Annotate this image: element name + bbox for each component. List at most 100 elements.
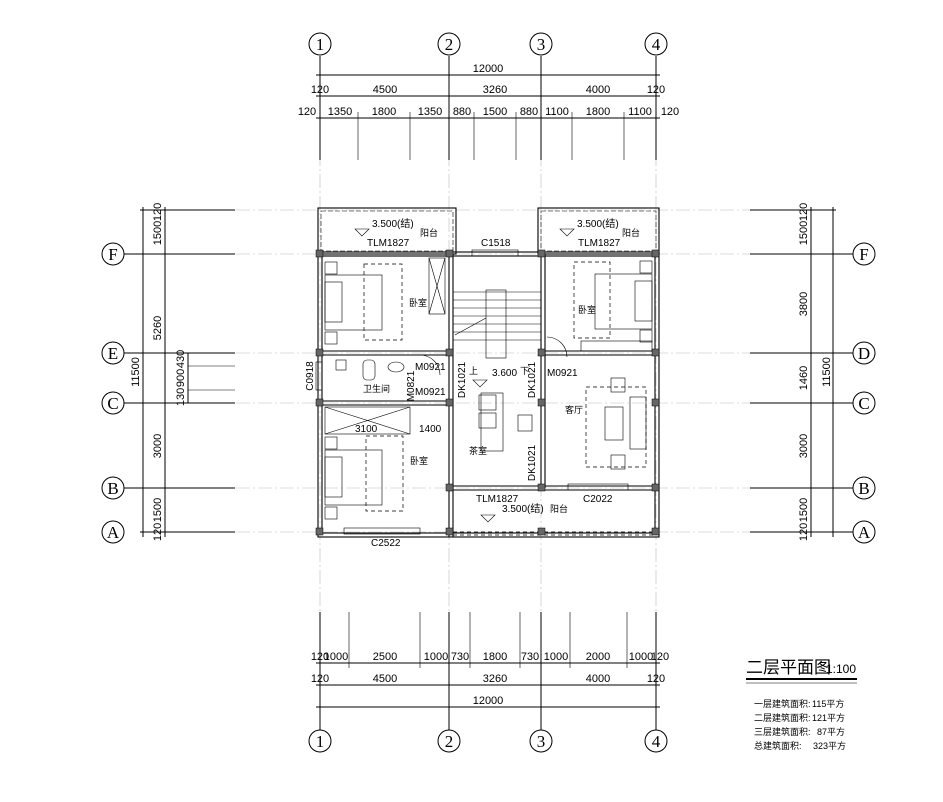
drawing-scale: 1:100	[826, 662, 856, 676]
door-label: TLM1827	[367, 238, 410, 249]
door-label: DK1021	[527, 444, 538, 481]
axis-label: 2	[445, 732, 454, 751]
drawing-title: 二层平面图	[746, 658, 831, 677]
dim: 2500	[373, 651, 397, 663]
axis-label: F	[859, 245, 868, 264]
dim: 4500	[373, 673, 397, 685]
dim-total: 12000	[473, 695, 504, 707]
dim: 5260	[152, 316, 164, 340]
dim: 120	[311, 673, 329, 685]
plan-labels: 3.500(结) 阳台 TLM1827 3.500(结) 阳台 TLM1827 …	[305, 217, 640, 549]
axis-label: A	[858, 523, 871, 542]
stair-up: 上	[469, 366, 478, 376]
dim: 430	[175, 350, 187, 368]
axis-label: 3	[537, 35, 546, 54]
furniture	[324, 257, 653, 520]
dim: 730	[521, 651, 539, 663]
dim: 4500	[373, 84, 397, 96]
axis-label: A	[107, 523, 120, 542]
room-label-bedroom: 卧室	[578, 304, 596, 315]
room-label-living: 客厅	[565, 404, 583, 415]
door-label: M0921	[547, 368, 578, 379]
bottom-dimensions: 120 1000 2500 1000 730 1800 730 1000 200…	[308, 612, 669, 753]
door-label: TLM1827	[578, 238, 621, 249]
window-label: C2522	[371, 538, 401, 549]
dim: 1350	[328, 106, 352, 118]
top-dimensions: 12000 120 4500 3260 4000 120 120 1350 18…	[298, 63, 679, 160]
dim-total: 11500	[130, 357, 142, 387]
room-label-balcony: 阳台	[420, 227, 438, 238]
dim: 120	[647, 84, 665, 96]
area-label: 三层建筑面积:	[754, 726, 811, 737]
room-label-bedroom: 卧室	[410, 455, 428, 466]
balcony-level: 3.500(结)	[577, 217, 619, 230]
axis-label: C	[858, 394, 869, 413]
windows	[315, 249, 629, 535]
axis-label: 3	[537, 732, 546, 751]
axis-label: 1	[316, 732, 325, 751]
area-value: 87平方	[817, 726, 845, 737]
balcony-level: 3.500(结)	[502, 502, 544, 515]
dim: 130	[175, 388, 187, 406]
dim: 1500	[798, 498, 810, 522]
window-label: C0918	[305, 361, 316, 391]
dim: 120	[647, 673, 665, 685]
dim: 730	[451, 651, 469, 663]
dim: 4000	[586, 673, 610, 685]
axis-label: 4	[652, 732, 661, 751]
dim: 1100	[628, 106, 652, 118]
dim: 120	[152, 203, 164, 221]
dim: 1500	[152, 498, 164, 522]
dim: 3100	[355, 424, 378, 435]
axis-label: C	[107, 394, 118, 413]
door-label: TLM1827	[476, 494, 519, 505]
dim: 2000	[586, 651, 610, 663]
dim: 3800	[798, 292, 810, 316]
dim: 3260	[483, 84, 507, 96]
dim: 120	[798, 203, 810, 221]
dim: 4000	[586, 84, 610, 96]
dim: 1000	[629, 651, 653, 663]
stair-down: 下	[520, 366, 529, 376]
dim: 1000	[424, 651, 448, 663]
axis-label: F	[108, 245, 117, 264]
room-label-bedroom: 卧室	[409, 297, 427, 308]
axis-label: E	[108, 344, 118, 363]
dim: 1800	[483, 651, 507, 663]
right-dimensions: 11500 120 1500 3800 1460 3000 1500 120 F…	[750, 203, 876, 544]
dim: 1460	[798, 366, 810, 390]
axis-label: 4	[652, 35, 661, 54]
area-label: 二层建筑面积:	[754, 712, 811, 723]
dim: 3260	[483, 673, 507, 685]
grid-lines	[170, 130, 800, 620]
dim: 3000	[152, 434, 164, 458]
area-value: 121平方	[812, 712, 845, 723]
dim: 880	[453, 106, 471, 118]
dim: 3000	[798, 434, 810, 458]
door-label: M0921	[415, 362, 446, 373]
dim-total: 11500	[821, 357, 833, 387]
dim: 1000	[324, 651, 348, 663]
area-label: 总建筑面积:	[754, 740, 802, 751]
axis-label: 1	[316, 35, 325, 54]
floor-level: 3.600	[492, 368, 517, 379]
dim-total: 12000	[473, 63, 504, 75]
axis-label: 2	[445, 35, 454, 54]
title-block: 二层平面图 1:100 一层建筑面积: 115平方 二层建筑面积: 121平方 …	[746, 658, 857, 751]
dim: 1400	[419, 424, 442, 435]
door-label: M0821	[406, 370, 417, 401]
door-label: DK1021	[457, 361, 468, 398]
dim: 1500	[483, 106, 507, 118]
area-value: 323平方	[813, 740, 846, 751]
dim: 1100	[545, 106, 569, 118]
axis-label: B	[858, 479, 869, 498]
dim: 1350	[418, 106, 442, 118]
walls	[317, 207, 660, 538]
room-label-balcony: 阳台	[622, 227, 640, 238]
window-label: C1518	[481, 238, 511, 249]
columns	[315, 249, 660, 536]
dim: 1800	[586, 106, 610, 118]
door-label: M0921	[415, 387, 446, 398]
area-label: 一层建筑面积:	[754, 698, 811, 709]
